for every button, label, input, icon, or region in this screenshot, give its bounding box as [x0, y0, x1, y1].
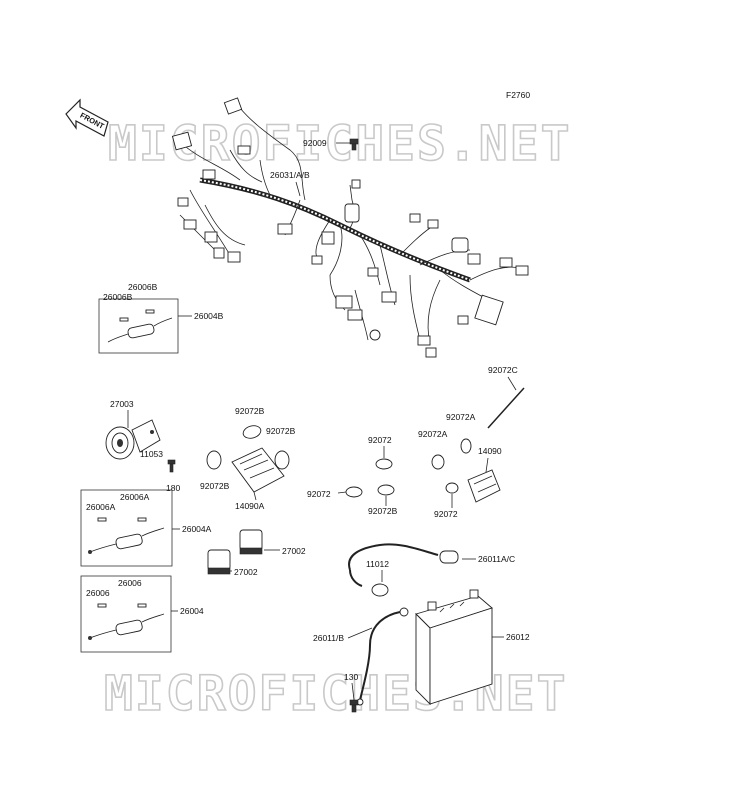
fuse-box-26004A — [80, 489, 173, 567]
bolt-180-icon — [167, 459, 176, 473]
fuse-box-26004 — [80, 575, 172, 653]
label-26006A-a: 26006A — [120, 492, 150, 502]
label-92009: 92009 — [303, 138, 327, 148]
watermark-bottom: MICROFICHES.NET — [104, 666, 567, 722]
cover-14090-icon — [467, 469, 501, 503]
relay-27002-a-icon — [239, 529, 263, 555]
label-26006-b: 26006 — [86, 588, 110, 598]
battery-26012-icon — [415, 589, 493, 706]
label-92072B-3: 92072B — [200, 481, 230, 491]
label-26006B-b: 26006B — [103, 292, 133, 302]
label-14090A: 14090A — [235, 501, 265, 511]
label-26011B: 26011/B — [313, 633, 344, 643]
label-26006A-b: 26006A — [86, 502, 116, 512]
cable-26011B-icon — [356, 607, 409, 706]
label-26011AC: 26011A/C — [478, 554, 515, 564]
label-92072-2: 92072 — [307, 489, 331, 499]
label-92072C: 92072C — [488, 365, 518, 375]
clamps-92072-icon — [345, 458, 395, 498]
watermark-top: MICROFICHES.NET — [108, 116, 571, 172]
fuse-holder-26004B-icon — [107, 309, 173, 343]
cable-26011AC-icon — [348, 543, 459, 587]
label-27002-a: 27002 — [282, 546, 306, 556]
label-27003: 27003 — [110, 399, 134, 409]
label-180: 180 — [166, 483, 180, 493]
bolt-92009-icon — [349, 138, 359, 151]
label-92072-1: 92072 — [368, 435, 392, 445]
label-11053: 11053 — [140, 449, 163, 459]
cap-11012-icon — [371, 583, 389, 597]
label-14090: 14090 — [478, 446, 502, 456]
cover-14090A-icon — [231, 447, 285, 493]
label-26004A: 26004A — [182, 524, 212, 534]
front-arrow-icon: FRONT — [65, 98, 109, 137]
main-wiring-harness — [171, 97, 529, 358]
label-26012: 26012 — [506, 632, 530, 642]
label-26006B-a: 26006B — [128, 282, 158, 292]
figure-code: F2760 — [506, 90, 530, 100]
clamps-92072B-icon — [206, 425, 290, 470]
label-27002-b: 27002 — [234, 567, 258, 577]
label-92072B-1: 92072B — [235, 406, 265, 416]
label-92072-3: 92072 — [434, 509, 458, 519]
fuse-holder-26004-icon — [88, 603, 165, 640]
label-130: 130 — [344, 672, 358, 682]
label-92072A-2: 92072A — [418, 429, 448, 439]
label-26004: 26004 — [180, 606, 204, 616]
label-92072A-1: 92072A — [446, 412, 476, 422]
fuse-box-26004B — [98, 298, 179, 354]
fuse-holder-26004A-icon — [88, 517, 165, 554]
label-26004B: 26004B — [194, 311, 224, 321]
label-26006-a: 26006 — [118, 578, 142, 588]
bolt-130-icon — [349, 699, 359, 713]
label-26031: 26031/A/B — [270, 170, 310, 180]
label-92072B-4: 92072B — [368, 506, 398, 516]
clamps-92072A-icon — [431, 438, 472, 494]
label-11012: 11012 — [366, 559, 389, 569]
tie-92072C — [487, 387, 525, 429]
label-92072B-2: 92072B — [266, 426, 296, 436]
relay-27002-b-icon — [207, 549, 231, 575]
horn-27003-icon — [105, 419, 161, 460]
